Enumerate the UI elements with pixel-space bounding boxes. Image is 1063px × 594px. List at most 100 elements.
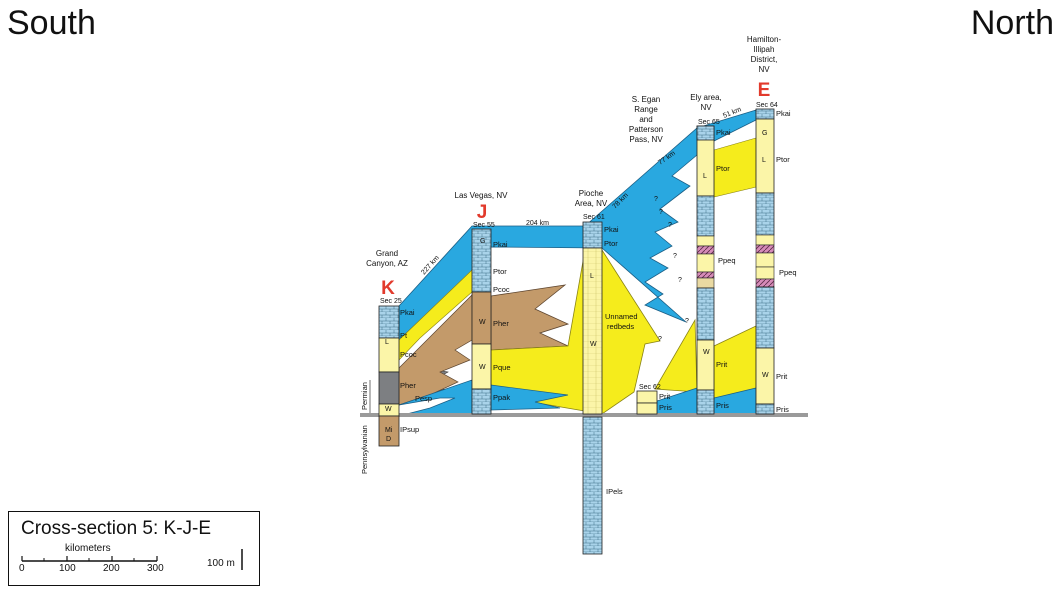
- scale-tick-100: 100: [59, 563, 76, 574]
- unit-j-pher: Pher: [493, 319, 509, 328]
- loc-k-2: Canyon, AZ: [366, 259, 408, 268]
- lith-e-w: W: [762, 372, 769, 379]
- unit-p-redbeds: redbeds: [607, 322, 634, 331]
- lith-ely-w: W: [703, 349, 710, 356]
- loc-e-1: Hamilton-: [747, 35, 782, 44]
- unit-k-pher: Pher: [400, 381, 416, 390]
- unit-j-pcoc: Pcoc: [493, 285, 510, 294]
- scale-bar: [21, 549, 243, 570]
- unit-k-pkai: Pkai: [400, 308, 415, 317]
- scale-units: kilometers: [65, 543, 111, 554]
- loc-ely-1: Ely area,: [690, 93, 722, 102]
- unit-egan-pris: Pris: [659, 403, 672, 412]
- lith-j-g: G: [480, 238, 485, 245]
- dist-j-p: 204 km: [526, 220, 549, 227]
- loc-pioche-1: Pioche: [579, 189, 604, 198]
- unit-ely-pris: Pris: [716, 401, 729, 410]
- datum-line: [360, 413, 808, 417]
- south-label: South: [7, 4, 96, 42]
- unit-e-ptor: Ptor: [776, 155, 790, 164]
- column-j: [471, 228, 492, 415]
- sec-j: Sec 55: [473, 222, 495, 229]
- column-egan: [636, 390, 658, 415]
- loc-k-1: Grand: [376, 249, 398, 258]
- lith-e-l: L: [762, 157, 766, 164]
- unit-j-pque: Pque: [493, 363, 511, 372]
- query-1: ?: [654, 196, 658, 203]
- loc-egan-1: S. Egan: [632, 95, 660, 104]
- scale-tick-300: 300: [147, 563, 164, 574]
- unit-j-pkai: Pkai: [493, 240, 508, 249]
- unit-e-ppeq: Ppeq: [779, 268, 797, 277]
- unit-e-prit: Prit: [776, 372, 788, 381]
- period-pennsylvanian: Pennsylvanian: [360, 425, 369, 474]
- lith-j-w: W: [479, 319, 486, 326]
- unit-e-pkai: Pkai: [776, 109, 791, 118]
- unit-e-pris: Pris: [776, 405, 789, 414]
- loc-egan-2: Range: [634, 105, 658, 114]
- loc-e-3: District,: [751, 55, 778, 64]
- unit-k-pt: Pt: [400, 331, 408, 340]
- pque-yellow-band: [490, 249, 661, 415]
- letter-k: K: [381, 278, 395, 299]
- unit-p-pkai: Pkai: [604, 225, 619, 234]
- unit-ely-prit: Prit: [716, 360, 728, 369]
- loc-egan-4: Patterson: [629, 125, 663, 134]
- column-e: [755, 108, 775, 415]
- scale-tick-200: 200: [103, 563, 120, 574]
- lith-e-g: G: [762, 130, 767, 137]
- legend-box: Cross-section 5: K-J-E kilometers 0 100 …: [8, 511, 260, 586]
- lith-k-w: W: [385, 406, 392, 413]
- loc-ely-2: NV: [700, 103, 712, 112]
- letter-j: J: [477, 202, 488, 223]
- unit-j-ppak: Ppak: [493, 393, 510, 402]
- north-label: North: [970, 4, 1054, 42]
- unit-p-ipels: IPels: [606, 487, 623, 496]
- query-4: ?: [673, 253, 677, 260]
- unit-k-pcoc: Pcoc: [400, 350, 417, 359]
- unit-egan-prit: Prit: [659, 392, 671, 401]
- lith-k-d: D: [386, 436, 391, 443]
- unit-p-unnamed: Unnamed: [605, 312, 638, 321]
- lith-p-l: L: [590, 273, 594, 280]
- scale-tick-0: 0: [19, 563, 25, 574]
- sec-k: Sec 25: [380, 298, 402, 305]
- legend-title: Cross-section 5: K-J-E: [21, 518, 212, 539]
- sec-egan: Sec 62: [639, 384, 661, 391]
- lith-p-w: W: [590, 341, 597, 348]
- query-5: ?: [678, 277, 682, 284]
- period-permian: Permian: [360, 382, 369, 410]
- sec-e: Sec 64: [756, 102, 778, 109]
- unit-k-ipsup: IPsup: [400, 425, 419, 434]
- unit-ely-ppeq: Ppeq: [718, 256, 736, 265]
- pher-brown-band: [490, 284, 570, 351]
- lith-j-w2: W: [479, 364, 486, 371]
- query-3: ?: [668, 222, 672, 229]
- lith-k-mi: Mi: [385, 427, 393, 434]
- lith-ely-l: L: [703, 173, 707, 180]
- loc-pioche-2: Area, NV: [575, 199, 608, 208]
- column-pioche: [582, 221, 603, 555]
- unit-ely-pkai: Pkai: [716, 128, 731, 137]
- unit-k-pesp: Pesp: [415, 394, 432, 403]
- column-k: [378, 305, 400, 447]
- query-6: ?: [685, 318, 689, 325]
- loc-egan-3: and: [639, 115, 652, 124]
- query-2: ?: [659, 209, 663, 216]
- sec-ely: Sec 65: [698, 119, 720, 126]
- letter-e: E: [758, 80, 771, 101]
- column-ely: [696, 125, 715, 415]
- loc-e-4: NV: [758, 65, 770, 74]
- unit-p-ptor: Ptor: [604, 239, 618, 248]
- unit-j-ptor: Ptor: [493, 267, 507, 276]
- redbeds-yellow-band: [654, 318, 698, 393]
- loc-egan-5: Pass, NV: [629, 135, 663, 144]
- loc-j-1: Las Vegas, NV: [455, 191, 509, 200]
- vertical-scale: 100 m: [207, 558, 235, 569]
- loc-e-2: Illipah: [754, 45, 775, 54]
- lith-k-l: L: [385, 339, 389, 346]
- unit-ely-ptor: Ptor: [716, 164, 730, 173]
- sec-pioche: Sec 61: [583, 214, 605, 221]
- query-7: ?: [658, 336, 662, 343]
